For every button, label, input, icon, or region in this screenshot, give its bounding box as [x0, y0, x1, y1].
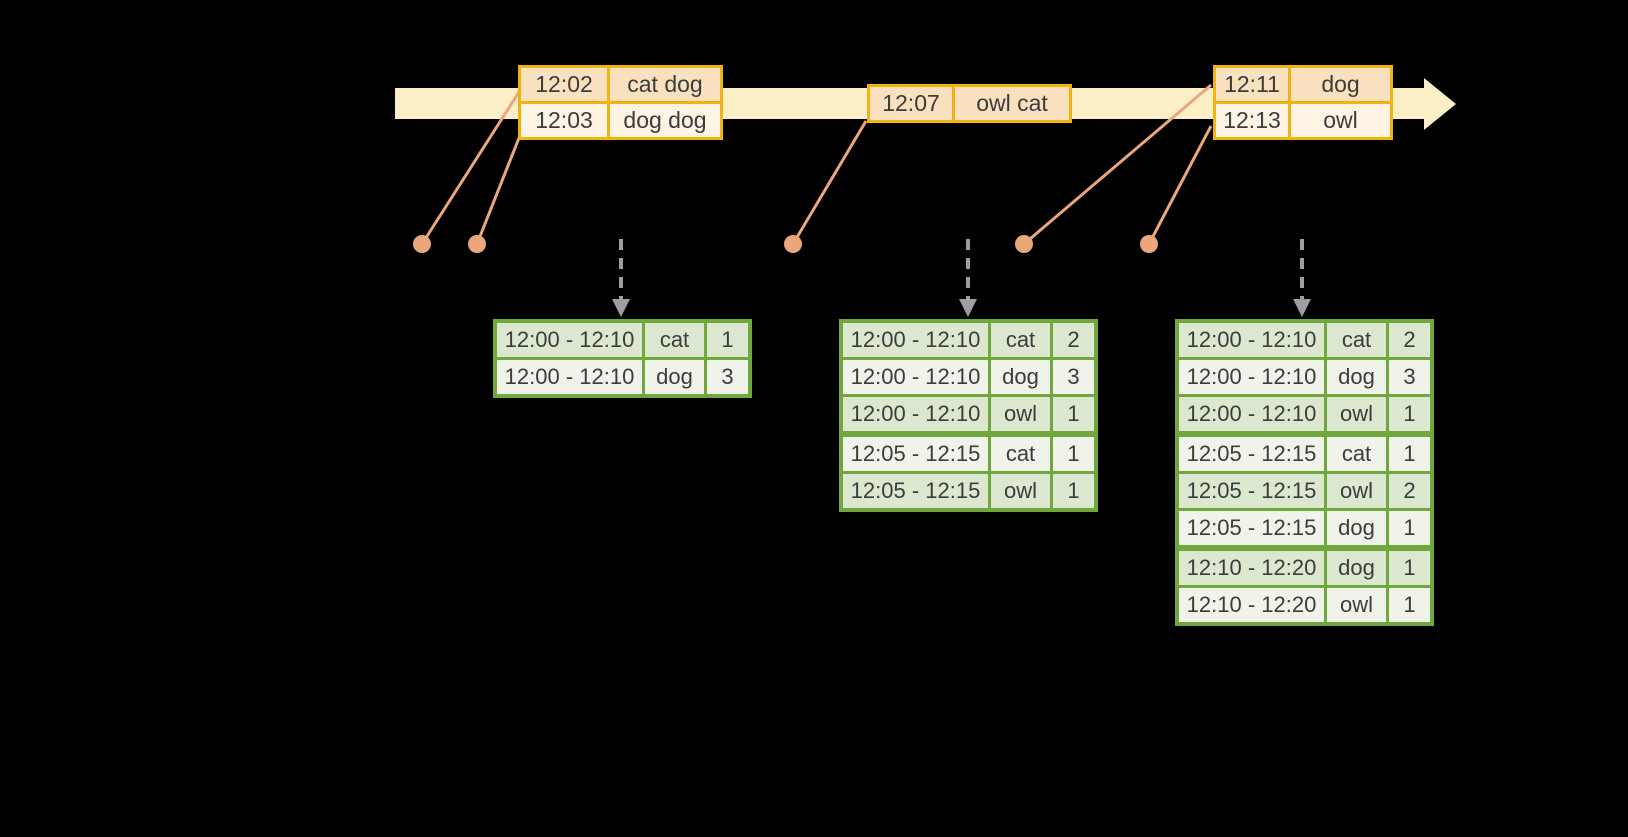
window-cell: 12:00 - 12:10 [843, 397, 988, 431]
window-cell: 12:10 - 12:20 [1179, 551, 1324, 585]
word-cell: cat [991, 323, 1050, 357]
window-cell: 12:00 - 12:10 [1179, 360, 1324, 394]
trigger-arrowheads [612, 299, 1311, 317]
count-cell: 1 [1053, 474, 1094, 508]
word-cell: cat [1327, 323, 1386, 357]
event-dot-icon [1140, 235, 1158, 253]
window-cell: 12:00 - 12:10 [497, 323, 642, 357]
event-connector-lines [420, 83, 1213, 246]
word-cell: dog [1327, 360, 1386, 394]
window-cell: 12:05 - 12:15 [1179, 474, 1324, 508]
event-line [791, 120, 868, 245]
count-cell: 1 [1053, 397, 1094, 431]
event-dot-icon [413, 235, 431, 253]
window-cell: 12:00 - 12:10 [843, 323, 988, 357]
window-cell: 12:00 - 12:10 [843, 360, 988, 394]
event-line [1147, 125, 1213, 245]
window-cell: 12:10 - 12:20 [1179, 588, 1324, 622]
word-cell: owl [991, 397, 1050, 431]
event-words-cell: owl cat [955, 87, 1069, 120]
window-cell: 12:00 - 12:10 [497, 360, 642, 394]
count-cell: 3 [1389, 360, 1430, 394]
word-cell: cat [1327, 437, 1386, 471]
count-cell: 1 [1053, 437, 1094, 471]
event-time-cell: 12:02 [521, 68, 607, 101]
event-dots [413, 235, 1158, 253]
event-words-cell: cat dog [610, 68, 720, 101]
word-cell: owl [1327, 474, 1386, 508]
word-cell: owl [991, 474, 1050, 508]
trigger-arrowhead-icon [959, 299, 977, 317]
count-cell: 3 [707, 360, 748, 394]
count-cell: 2 [1053, 323, 1094, 357]
timeline-arrowhead-icon [1424, 78, 1456, 130]
event-words-cell: dog dog [610, 104, 720, 137]
event-dot-icon [1015, 235, 1033, 253]
count-cell: 1 [1389, 397, 1430, 431]
word-cell: dog [1327, 511, 1386, 545]
count-cell: 1 [1389, 511, 1430, 545]
count-cell: 1 [707, 323, 748, 357]
word-cell: owl [1327, 588, 1386, 622]
trigger-dashed-arrows [619, 239, 1304, 301]
window-cell: 12:05 - 12:15 [1179, 437, 1324, 471]
event-line [1023, 83, 1212, 246]
window-cell: 12:05 - 12:15 [843, 474, 988, 508]
event-words-cell: owl [1291, 104, 1390, 137]
event-dot-icon [468, 235, 486, 253]
event-time-cell: 12:07 [870, 87, 952, 120]
count-cell: 1 [1389, 437, 1430, 471]
count-cell: 2 [1389, 323, 1430, 357]
window-cell: 12:05 - 12:15 [1179, 511, 1324, 545]
event-time-cell: 12:03 [521, 104, 607, 137]
window-cell: 12:05 - 12:15 [843, 437, 988, 471]
event-dot-icon [784, 235, 802, 253]
trigger-arrowhead-icon [612, 299, 630, 317]
word-cell: dog [1327, 551, 1386, 585]
word-cell: cat [991, 437, 1050, 471]
word-cell: owl [1327, 397, 1386, 431]
trigger-arrowhead-icon [1293, 299, 1311, 317]
window-cell: 12:00 - 12:10 [1179, 323, 1324, 357]
event-line [475, 137, 521, 245]
event-line [420, 91, 521, 245]
word-cell: dog [645, 360, 704, 394]
count-cell: 1 [1389, 551, 1430, 585]
window-cell: 12:00 - 12:10 [1179, 397, 1324, 431]
word-cell: cat [645, 323, 704, 357]
word-cell: dog [991, 360, 1050, 394]
count-cell: 2 [1389, 474, 1430, 508]
event-time-cell: 12:11 [1216, 68, 1288, 101]
count-cell: 1 [1389, 588, 1430, 622]
count-cell: 3 [1053, 360, 1094, 394]
event-words-cell: dog [1291, 68, 1390, 101]
event-time-cell: 12:13 [1216, 104, 1288, 137]
